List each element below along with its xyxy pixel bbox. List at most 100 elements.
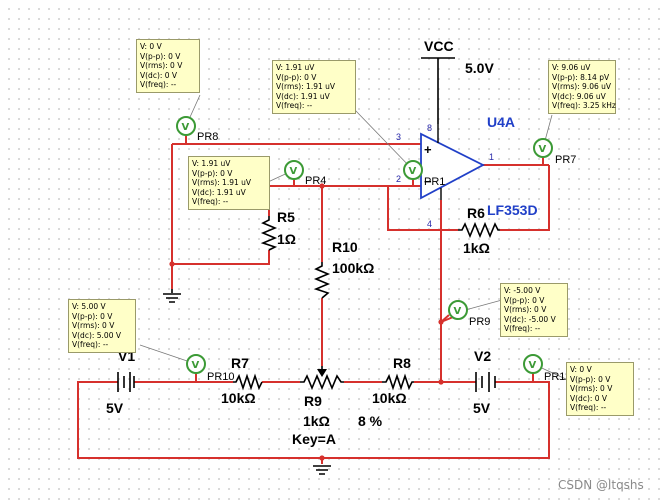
probe-v-glyph: V	[290, 166, 298, 177]
wire-v1-left	[77, 381, 550, 459]
voltage-probe-icon	[403, 160, 423, 180]
resistor-r8[interactable]: R8 10kΩ	[372, 355, 414, 406]
readout-line: V: 9.06 uV	[552, 63, 591, 72]
r9-wiper-arrow	[317, 369, 327, 377]
probe-pr10[interactable]: V PR10	[186, 354, 235, 383]
opamp-plus-sign: +	[424, 142, 432, 157]
readout-line: V(dc): 0 V	[140, 70, 178, 80]
probe-v-glyph: V	[539, 144, 547, 155]
r9-percent: 8 %	[358, 413, 383, 429]
r5-value: 1Ω	[277, 231, 296, 247]
readout-line: V: -5.00 V	[504, 286, 541, 295]
opamp-u4a[interactable]: + − 3 2 1 8 4 U4A LF353D	[396, 114, 538, 229]
voltage-probe-icon	[176, 116, 196, 136]
probe-name: PR10	[207, 371, 235, 383]
probe-pr4[interactable]: V PR4	[284, 160, 326, 187]
opamp-minus-sign: −	[424, 174, 432, 189]
junction-dot	[169, 261, 175, 267]
probe-tip	[440, 314, 450, 323]
r5-zigzag	[260, 216, 278, 251]
r8-value: 10kΩ	[372, 390, 407, 406]
r7-ref: R7	[231, 355, 249, 371]
voltage-probe-icon	[523, 354, 543, 374]
probe-name: PR7	[555, 154, 576, 166]
probe-pr8[interactable]: V PR8	[176, 116, 218, 144]
r10-ref: R10	[332, 239, 358, 255]
readout-line: V(freq): --	[570, 403, 607, 413]
readout-line: V(p-p): 0 V	[192, 168, 233, 178]
probe-pr1[interactable]: V PR1	[403, 160, 445, 188]
junction-dot	[438, 379, 444, 385]
probe-name: PR11	[544, 371, 571, 383]
resistor-r10[interactable]: R10 100kΩ	[313, 239, 374, 299]
pin-2-label: 2	[396, 174, 401, 184]
resistor-r5[interactable]: R5 1Ω	[260, 209, 296, 251]
r6-ref: R6	[467, 205, 485, 221]
v2-value: 5V	[473, 400, 491, 416]
probe-v-glyph: V	[182, 122, 190, 133]
r5-ref: R5	[277, 209, 295, 225]
vcc-source[interactable]: VCC 5.0V	[421, 38, 494, 124]
probe-pr7[interactable]: V PR7	[533, 138, 576, 166]
readout-line: V(p-p): 0 V	[72, 311, 113, 321]
opamp-part: LF353D	[487, 202, 538, 218]
probe-v-glyph: V	[454, 306, 462, 317]
opamp-ref: U4A	[487, 114, 515, 130]
readout-line: V: 0 V	[570, 365, 592, 374]
probe-name: PR1	[424, 176, 445, 188]
readout-line: V(freq): --	[192, 197, 229, 207]
pin-4-label: 4	[427, 219, 432, 229]
probe-readout-pr9: V: -5.00 V V(p-p): 0 V V(rms): 0 V V(dc)…	[500, 283, 568, 337]
readout-line: V(dc): -5.00 V	[504, 314, 556, 324]
probe-readout-pr10: V: 5.00 V V(p-p): 0 V V(rms): 0 V V(dc):…	[68, 299, 136, 353]
r8-zigzag	[382, 373, 414, 391]
readout-line: V: 5.00 V	[72, 302, 106, 311]
r6-value: 1kΩ	[463, 240, 490, 256]
r9-zigzag	[300, 373, 344, 391]
wire-feedback-right	[500, 165, 550, 231]
readout-line: V(rms): 1.91 uV	[276, 82, 336, 92]
voltage-probe-icon	[284, 160, 304, 180]
wires	[77, 143, 550, 464]
r9-key: Key=A	[292, 431, 336, 447]
vcc-voltage: 5.0V	[465, 60, 494, 76]
ground-icon	[163, 293, 181, 303]
vcc-label: VCC	[424, 38, 454, 54]
potentiometer-r9[interactable]: R9 1kΩ 8 % Key=A	[292, 366, 383, 447]
probe-readout-pr8: V: 0 V V(p-p): 0 V V(rms): 0 V V(dc): 0 …	[136, 39, 200, 93]
r6-zigzag	[458, 221, 500, 239]
junction-dot	[319, 455, 325, 461]
probe-v-glyph: V	[529, 360, 537, 371]
readout-line: V(p-p): 8.14 pV	[552, 72, 610, 82]
readout-line: V(rms): 9.06 uV	[552, 82, 612, 92]
readout-line: V(p-p): 0 V	[140, 51, 181, 61]
readout-line: V(freq): --	[72, 340, 109, 350]
v1-value: 5V	[106, 400, 124, 416]
v2-ref: V2	[474, 348, 491, 364]
leader-pr1	[354, 109, 414, 171]
readout-line: V: 1.91 uV	[276, 63, 315, 72]
readout-line: V(rms): 1.91 uV	[192, 178, 252, 188]
r7-value: 10kΩ	[221, 390, 256, 406]
readout-line: V(freq): 3.25 kHz	[552, 101, 616, 111]
battery-v2[interactable]: V2 5V	[473, 348, 496, 416]
r9-value: 1kΩ	[303, 413, 330, 429]
readout-line: V(rms): 0 V	[140, 61, 183, 71]
pin-3-label: 3	[396, 132, 401, 142]
readout-line: V(freq): --	[276, 101, 313, 111]
voltage-probe-icon	[448, 300, 468, 320]
r10-value: 100kΩ	[332, 260, 374, 276]
voltage-probe-icon	[533, 138, 553, 158]
readout-line: V(freq): --	[140, 80, 177, 90]
probe-v-glyph: V	[192, 360, 200, 371]
probe-pr9[interactable]: V PR9	[440, 300, 490, 328]
resistor-r6[interactable]: R6 1kΩ	[458, 205, 500, 256]
resistor-r7[interactable]: R7 10kΩ	[221, 355, 263, 406]
readout-line: V(p-p): 0 V	[504, 295, 545, 305]
readout-line: V(rms): 0 V	[72, 321, 115, 331]
readout-line: V: 0 V	[140, 42, 162, 51]
readout-line: V(p-p): 0 V	[276, 72, 317, 82]
readout-line: V(dc): 0 V	[570, 393, 608, 403]
probe-pr11[interactable]: V PR11	[523, 354, 571, 383]
readout-line: V(rms): 0 V	[570, 384, 613, 394]
